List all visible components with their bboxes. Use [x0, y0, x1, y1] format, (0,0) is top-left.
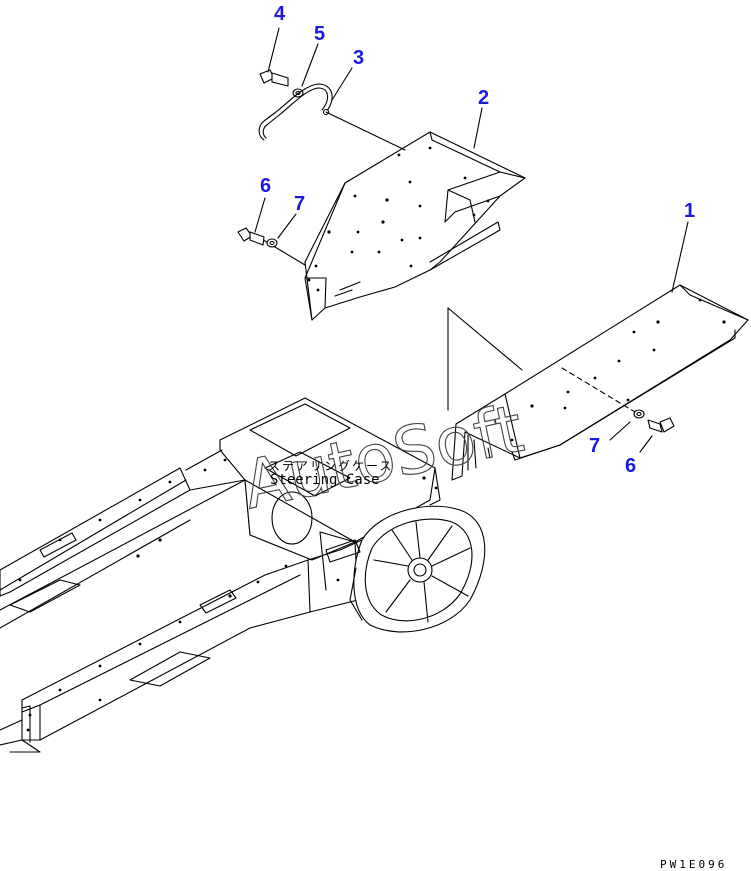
callout-6-lower: 6: [625, 455, 636, 477]
main-frame: [0, 397, 486, 753]
fasteners-mid: [237, 227, 278, 248]
part-2-cover: [304, 131, 526, 321]
callout-6-upper: 6: [260, 175, 271, 197]
part-1-holes: [510, 298, 726, 442]
callout-2: 2: [478, 87, 489, 109]
callout-4: 4: [274, 3, 286, 25]
callouts: 4 5 3 2 6 7 1 7 6: [260, 3, 695, 477]
part-1-cover: [447, 284, 749, 481]
bolt-icon: [647, 417, 675, 433]
callout-3: 3: [353, 47, 364, 69]
washer-icon: [266, 238, 278, 248]
steering-case-label-jp: ステアリングケース: [268, 459, 393, 473]
callout-7-lower: 7: [589, 435, 600, 457]
callout-5: 5: [314, 23, 325, 45]
part-2-holes: [307, 146, 490, 292]
frame-holes: [18, 458, 438, 732]
drawing-code: PW1E096: [660, 858, 727, 871]
callout-1: 1: [684, 200, 695, 222]
callout-7-upper: 7: [294, 193, 305, 215]
bolt-icon: [237, 227, 265, 246]
bolt-icon: [259, 69, 289, 87]
final-drive-wheel: [349, 505, 486, 633]
fasteners-upper: [258, 69, 406, 266]
washer-icon: [633, 409, 645, 419]
leader-lines: [254, 27, 689, 453]
steering-case-label: Steering Case: [270, 472, 380, 488]
